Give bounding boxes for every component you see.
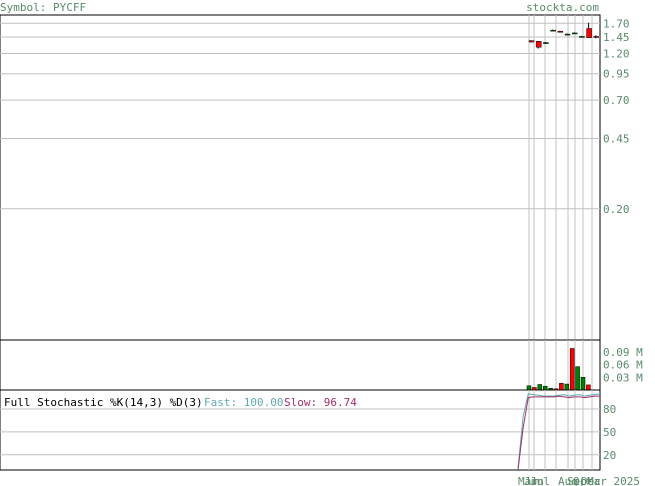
candle-body (528, 40, 535, 43)
stochastic-slow-label: Slow: 96.74 (284, 396, 357, 409)
stochastic-fast-label: Fast: 100.00 (204, 396, 283, 409)
volume-bar (586, 384, 591, 391)
price-tick-label: 0.70 (603, 94, 630, 107)
volume-bar (569, 348, 575, 391)
volume-tick-label: 0.03 M (603, 371, 643, 384)
x-axis-label: Mar 2025 (587, 475, 640, 486)
x-axis-label: Sep (567, 475, 587, 486)
price-tick-labels: 1.701.45 1.20 0.95 0.70 0.45 0.20 (603, 17, 630, 215)
volume-bar (542, 385, 548, 391)
stochastic-title: Full Stochastic %K(14,3) %D(3) (4, 396, 203, 409)
volume-bar (537, 384, 543, 391)
candle-body (579, 36, 585, 38)
volume-tick-labels: 0.09 M0.06 M0.03 M (603, 346, 643, 384)
price-panel-frame (0, 14, 601, 341)
x-axis-label: Oct (573, 475, 593, 486)
site-logo-text: stockta.com (526, 1, 599, 14)
volume-bars (526, 348, 591, 391)
price-tick-label: 1.45 (603, 31, 630, 44)
price-vertical-gridlines (528, 15, 593, 340)
symbol-label: Symbol: PYCFF (0, 1, 86, 14)
volume-panel-frame (0, 339, 601, 391)
candle-body (557, 31, 564, 33)
stochastic-panel-frame (0, 389, 601, 471)
volume-vertical-gridlines (528, 340, 593, 390)
stochastic-fast-line (517, 393, 601, 469)
volume-bar (559, 382, 564, 391)
stochastic-slow-line (517, 395, 600, 471)
volume-bar (575, 366, 580, 391)
x-axis-label: Mar (518, 475, 538, 486)
volume-tick-label: 0.06 M (603, 359, 643, 372)
x-axis-label: Dec (581, 475, 601, 486)
price-candles (528, 22, 600, 49)
price-tick-label: 0.20 (603, 203, 630, 216)
volume-panel: 0.09 M0.06 M0.03 M (0, 339, 643, 391)
stochastic-tick-label: 50 (603, 426, 616, 439)
candle-body (571, 32, 578, 35)
candle-body (586, 28, 592, 38)
candle-body (535, 41, 542, 48)
x-axis-label: Jul (530, 475, 550, 486)
stochastic-gridlines (0, 408, 600, 456)
stochastic-tick-label: 20 (603, 449, 616, 462)
volume-bar (580, 377, 586, 391)
price-panel: 1.701.45 1.20 0.95 0.70 0.45 0.20 (0, 14, 630, 341)
candle-body (543, 42, 549, 44)
stochastic-tick-labels: 80 50 20 (603, 403, 616, 462)
volume-tick-label: 0.09 M (603, 346, 643, 359)
candle-body (564, 33, 571, 36)
x-axis-label: Aug (558, 475, 578, 486)
price-tick-label: 0.45 (603, 132, 630, 145)
price-tick-label: 1.70 (603, 17, 630, 30)
stochastic-tick-label: 80 (603, 403, 616, 416)
price-tick-label: 1.20 (603, 47, 630, 60)
volume-bar (564, 383, 570, 391)
x-axis-label: Jun (524, 475, 544, 486)
candle-body (550, 29, 556, 32)
stochastic-panel: 80 50 20 Full Stochastic %K(14,3) %D(3) Fa… (0, 389, 616, 471)
stochastic-vertical-gridlines (528, 390, 593, 470)
volume-bar (526, 385, 532, 391)
price-tick-label: 0.95 (603, 68, 630, 81)
candle-body (593, 36, 600, 38)
price-gridlines (0, 22, 600, 210)
